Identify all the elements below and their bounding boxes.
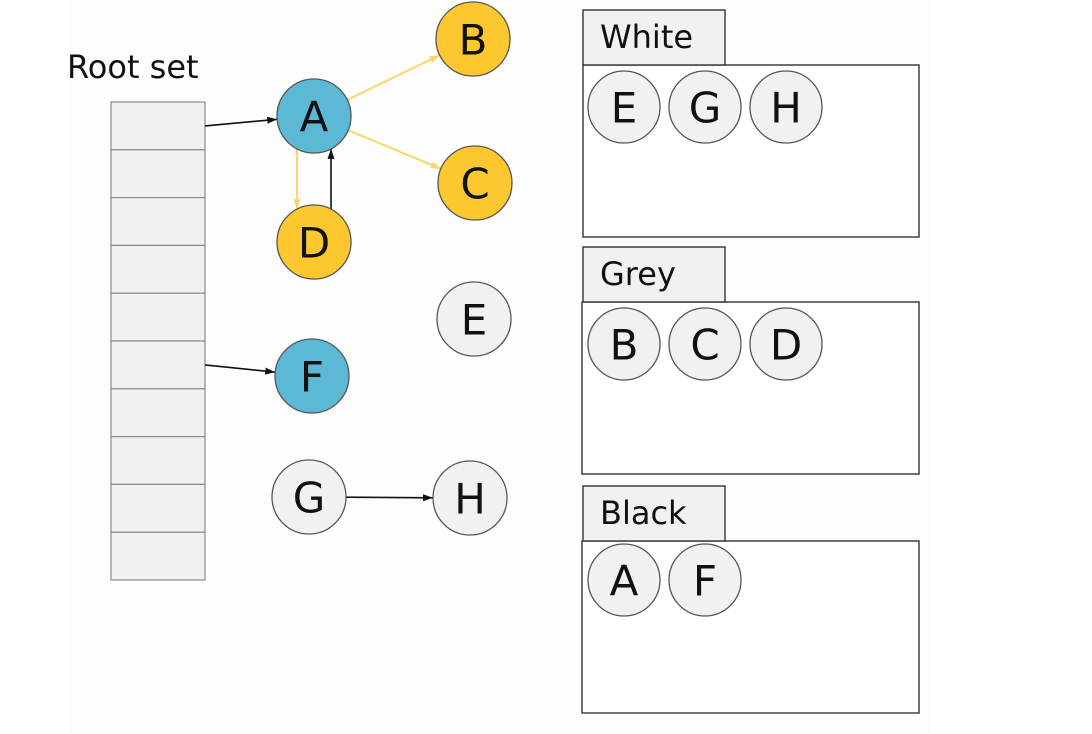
- member-label: G: [689, 84, 722, 133]
- root-slot: [110, 101, 206, 151]
- root-slot: [110, 340, 206, 390]
- root-slot: [110, 483, 206, 533]
- set-tab: [582, 246, 726, 303]
- node-label: F: [300, 353, 324, 402]
- node-e: E: [436, 281, 512, 357]
- node-label: G: [293, 474, 326, 523]
- set-member-b: B: [587, 307, 661, 381]
- node-h: H: [432, 460, 508, 536]
- root-set-label: Root set: [67, 48, 199, 86]
- set-member-d: D: [749, 307, 823, 381]
- node-circle: [436, 281, 512, 357]
- graph-nodes: A B C D E F G H: [271, 1, 513, 536]
- set-member-f: F: [668, 543, 742, 617]
- node-label: D: [298, 219, 330, 268]
- edge-g-to-h: [345, 494, 434, 502]
- node-circle: [435, 1, 511, 77]
- root-slot: [110, 149, 206, 199]
- member-label: F: [693, 557, 717, 606]
- set-tab: [582, 9, 726, 66]
- member-label: D: [770, 321, 802, 370]
- root-slot: [110, 292, 206, 342]
- edge-root-0-to-a: [204, 116, 278, 127]
- edge-a-to-b: [346, 54, 441, 101]
- node-label: H: [454, 475, 486, 524]
- set-tab: [582, 485, 726, 542]
- node-label: E: [461, 296, 488, 345]
- node-a: A: [276, 78, 352, 154]
- root-slot: [110, 244, 206, 294]
- node-label: B: [459, 16, 488, 65]
- node-c: C: [437, 145, 513, 221]
- member-circle: [668, 543, 742, 617]
- member-circle: [587, 543, 661, 617]
- set-title: Black: [600, 494, 687, 532]
- set-member-a: A: [587, 543, 661, 617]
- edge-a-to-c: [347, 129, 442, 170]
- set-member-g: G: [668, 70, 742, 144]
- member-circle: [668, 307, 742, 381]
- node-circle: [437, 145, 513, 221]
- node-g: G: [271, 459, 347, 535]
- member-circle: [587, 70, 661, 144]
- root-slot: [110, 388, 206, 438]
- node-d: D: [276, 204, 352, 280]
- member-label: E: [611, 84, 638, 133]
- root-set: [110, 101, 206, 581]
- set-title: White: [600, 18, 693, 56]
- root-slot: [110, 531, 206, 581]
- edges: [204, 54, 442, 502]
- member-circle: [587, 307, 661, 381]
- node-f: F: [274, 338, 350, 414]
- set-member-e: E: [587, 70, 661, 144]
- set-member-c: C: [668, 307, 742, 381]
- node-circle: [274, 338, 350, 414]
- member-label: H: [770, 84, 802, 133]
- root-slot: [110, 197, 206, 247]
- edge-root-5-to-f: [204, 364, 276, 375]
- member-label: B: [610, 321, 639, 370]
- member-label: C: [690, 321, 719, 370]
- node-circle: [276, 78, 352, 154]
- set-title: Grey: [600, 255, 676, 293]
- node-circle: [271, 459, 347, 535]
- root-slot: [110, 436, 206, 486]
- node-circle: [432, 460, 508, 536]
- node-label: C: [460, 160, 489, 209]
- member-circle: [749, 307, 823, 381]
- node-circle: [276, 204, 352, 280]
- member-circle: [668, 70, 742, 144]
- node-label: A: [300, 93, 329, 142]
- node-b: B: [435, 1, 511, 77]
- set-member-h: H: [749, 70, 823, 144]
- member-label: A: [610, 557, 639, 606]
- member-circle: [749, 70, 823, 144]
